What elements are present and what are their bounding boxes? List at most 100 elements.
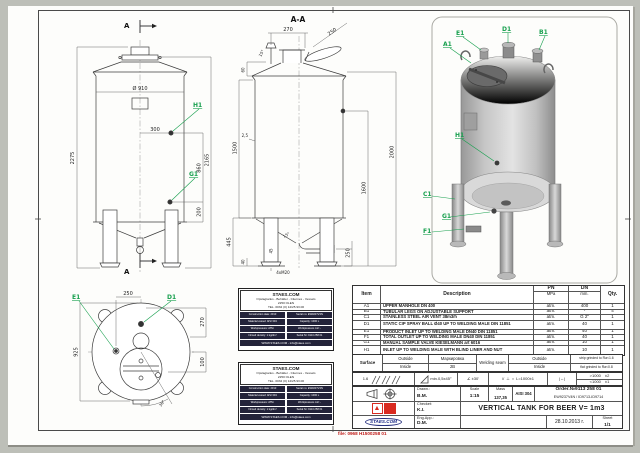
title-block-row-3: STAES.COM Eng.App.: D.M. 28.10.2013 г. S…: [353, 416, 622, 428]
bottom-e1-leader: [78, 300, 115, 350]
title-block: Drawn.: B.M. Scale 1:15 Mass 137,35 AISI…: [352, 386, 623, 429]
drawn-value: B.M.: [417, 394, 428, 400]
front-label-g1: G1: [189, 171, 198, 178]
cell-qty: 1: [611, 315, 614, 319]
front-leg-right: [164, 209, 179, 264]
marking-value: 2B: [449, 364, 456, 370]
staes-red-logo: ▲: [371, 403, 396, 414]
stamp-chip: Workpressure: ATM.: [240, 400, 285, 406]
bottom-tab: [132, 399, 150, 405]
drawing-frame-border: [38, 10, 630, 431]
angle-section-vent: 15°: [257, 49, 265, 58]
iso-manhole-handle: [468, 67, 506, 85]
cell-qty: 4: [611, 309, 614, 314]
bottom-label-e1: E1: [72, 294, 80, 301]
section-leg-right: [319, 217, 335, 263]
dn-label: DN: [580, 286, 589, 291]
cell-qty: 1: [611, 347, 614, 353]
cell-dn: 10: [569, 346, 601, 355]
stamp-chip: Construction date: 2013: [240, 312, 285, 318]
stamp-chip: Workpressure: ATM.: [240, 326, 285, 332]
cell-item: B1: [353, 309, 381, 314]
surface-side-1: Outside Inside: [383, 355, 429, 371]
first-angle-projection-icon: [366, 388, 396, 400]
stamp-chip: Capacity: 1000 L: [287, 319, 332, 325]
company-stamp-1: STAES.COM Opslagtanks - Behälter - Citer…: [238, 288, 334, 351]
table-row: E1 PRODUCT INLET UP TO WELDING MALE DN40…: [353, 329, 624, 335]
cell-description: TUBULAR LEGS ON ADJUSTABLE SUPPORT: [381, 309, 534, 314]
roundness-icon: ○: [511, 376, 515, 381]
cell-pn: atm.: [534, 320, 569, 329]
sheet-value: 1/1: [604, 421, 611, 427]
cell-qty: 1: [611, 340, 614, 345]
dimension-arrow-icon: |↔|: [558, 376, 566, 381]
iso-label-b1: B1: [539, 29, 548, 36]
linear-tolerance-cell: >1000 ±2 <1000 ±1: [577, 373, 622, 385]
iso-drain: [501, 200, 511, 206]
table-row: C1 STAINLESS STEEL AIR VENT 38m3/h atm. …: [353, 315, 624, 321]
cell-pn: atm.: [534, 335, 569, 340]
approved-cell: Eng.App.: D.M.: [415, 416, 461, 428]
chamfer-note: min.0,5x45°: [430, 376, 452, 381]
inside-grinding-note: flat grinded to Ra<0.8: [580, 364, 613, 369]
perpendicular-icon: ⊥: [506, 376, 510, 381]
roughness-cell: 1.6: [353, 373, 415, 385]
cell-item: D1: [353, 320, 381, 329]
iso-leaders: [431, 33, 546, 233]
table-row: G1 MANUAL SAMPLE VALVE KIESELMANN art 60…: [353, 340, 624, 346]
stamp-chip: Material vessel: AISI 304: [240, 319, 285, 325]
iso-label-e1: E1: [456, 30, 464, 37]
cell-dn: 10: [569, 340, 601, 345]
stamp-data-chips: Construction date: 2013 Serial no: EW923…: [240, 312, 332, 346]
front-level-plate: [131, 97, 149, 110]
note-section-bolts: 4xM20: [276, 270, 290, 275]
dim-bottom-right-upper: 270: [200, 317, 206, 327]
front-manhole-neck: [130, 46, 150, 56]
surface-marking: Маркировка 2B: [429, 355, 477, 371]
drawn-cell: Drawn.: B.M.: [415, 387, 461, 401]
order-ids: EW9237V4N / ID9713-ID9714: [553, 394, 604, 399]
order-number: Order.№9113 258 01: [555, 387, 602, 393]
dn-unit: mm.: [569, 291, 600, 296]
geometry-tolerance-cell: // ⊥ ○ L=1000±1: [489, 373, 548, 385]
front-view: [76, 20, 212, 272]
surface-block: Surface Outside Inside Маркировка 2B Wel…: [352, 354, 623, 372]
cell-pn: atm.: [534, 304, 569, 309]
front-drain-pipe: [136, 237, 144, 247]
welding-seam-label: Welding seam: [477, 355, 509, 371]
pn-label: PN: [547, 286, 555, 291]
stamp-line2: Opslagtanks - Behälter - Citernes - Vess…: [256, 297, 316, 301]
cell-pn: atm.: [534, 346, 569, 355]
surface-label: Surface: [353, 355, 383, 371]
cell-dn: -: [569, 309, 601, 314]
stamp-data-chips: Construction date: 2013 Serial no: EW923…: [240, 386, 332, 420]
cell-pn: atm.: [534, 315, 569, 320]
frame-centering-marks: [35, 7, 631, 432]
iso-panel-border: [431, 16, 618, 284]
cell-qty: 1: [611, 321, 614, 327]
table-row: A1 UPPER MANHOLE DN 400 atm. 400 1: [353, 304, 624, 310]
roughness-value: 1.6: [362, 376, 369, 381]
col-header-pn: PN MPa: [534, 286, 569, 303]
cell-dn: 40: [569, 335, 601, 340]
dim-bottom-top: 250: [123, 291, 133, 297]
angle-icon: ∠: [466, 376, 471, 381]
iso-label-a1: A1: [443, 41, 452, 48]
stamp-footer: WWW.STAES.COM - info@staes.com: [240, 414, 332, 420]
drawing-title: VERTICAL TANK FOR BEER V= 1m3: [478, 405, 605, 412]
dim-section-foot: 40: [241, 259, 246, 265]
scale-label: Scale: [469, 387, 480, 391]
front-h1-leader: [172, 108, 200, 132]
stamp-chip: Workpressure coil: -: [287, 400, 332, 406]
scale-cell: Scale 1:15: [461, 387, 489, 401]
dim-front-diameter: Ø 910: [132, 85, 147, 92]
stamp-line2: Opslagtanks - Behälter - Citernes - Vess…: [256, 371, 316, 375]
drawn-label: Drawn.:: [417, 387, 431, 391]
iso-label-d1: D1: [502, 26, 511, 33]
staes-oval-logo: STAES.COM: [365, 417, 402, 427]
approved-value: D.M.: [417, 421, 428, 427]
bottom-label-d1: D1: [167, 294, 176, 301]
over-range: >1000: [589, 373, 601, 378]
cell-pn: atm.: [534, 340, 569, 345]
